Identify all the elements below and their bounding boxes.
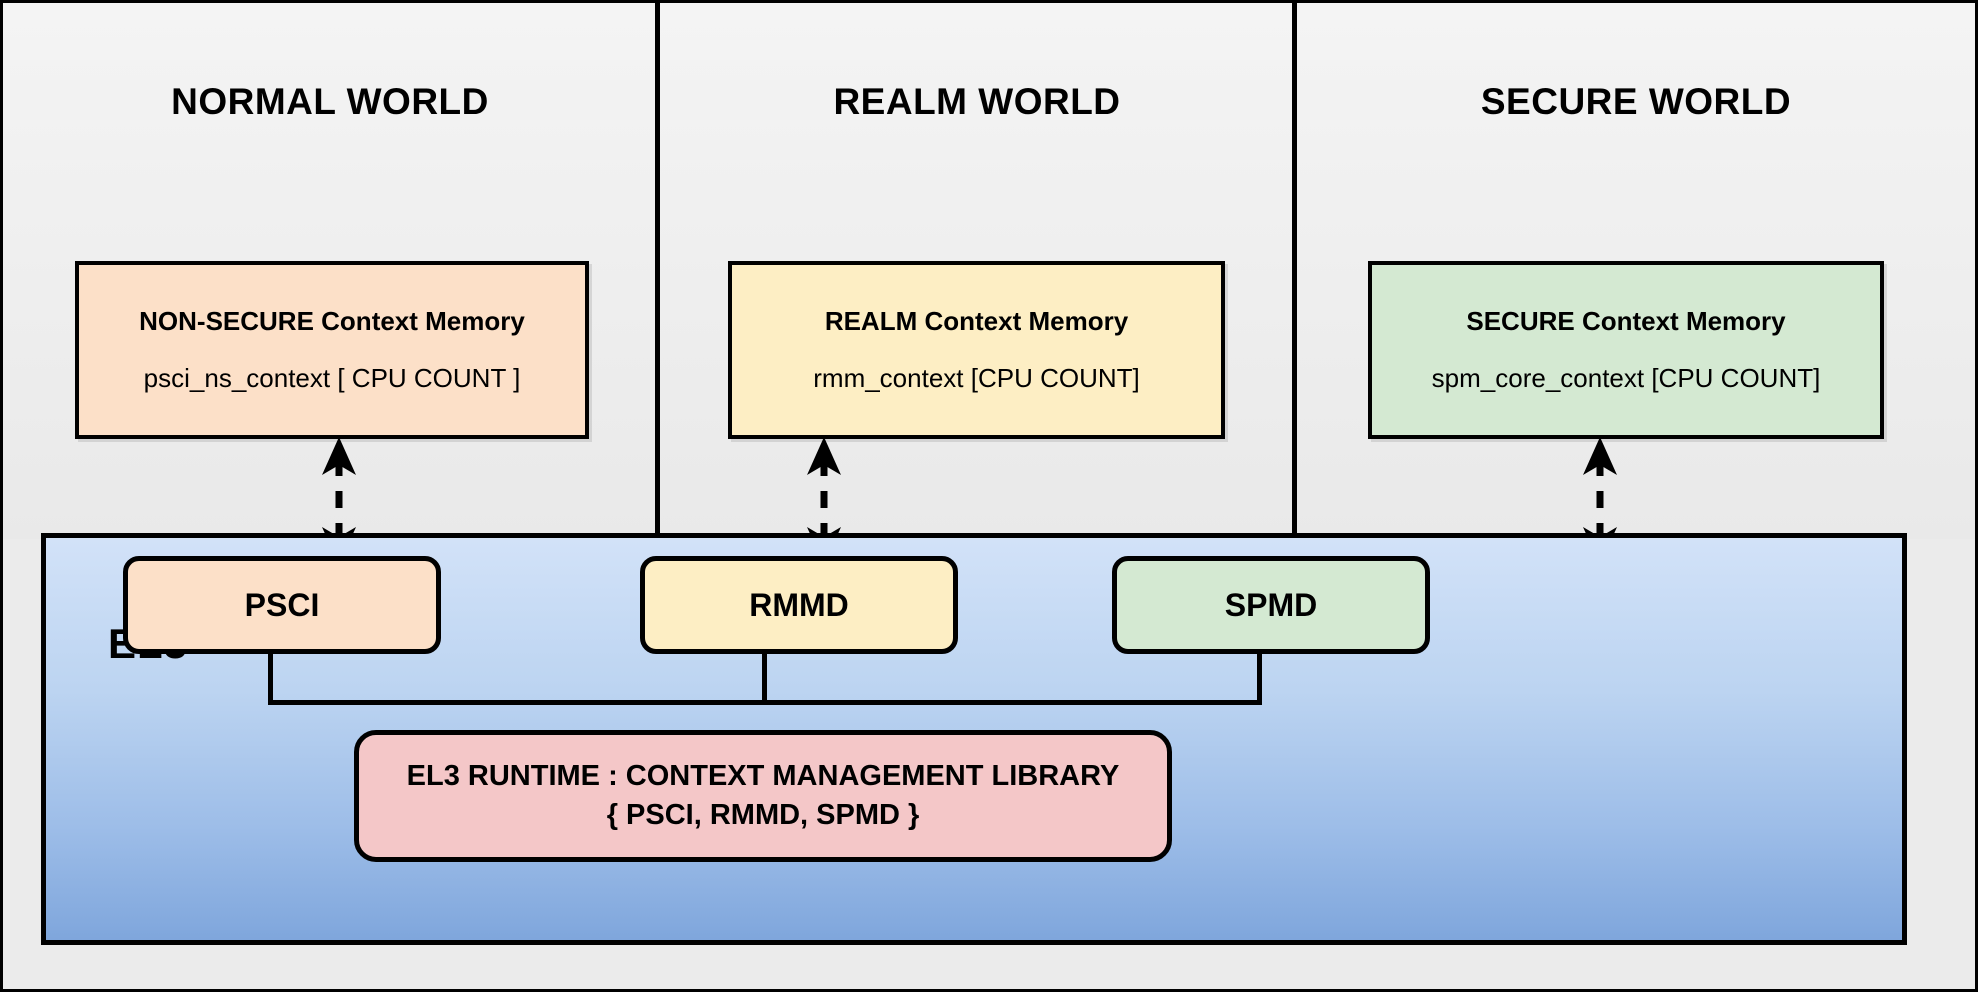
dispatcher-box-rmmd[interactable]: RMMD <box>640 556 958 654</box>
runtime-line-2: { PSCI, RMMD, SPMD } <box>606 799 920 831</box>
context-memory-box-realm: REALM Context Memory rmm_context [CPU CO… <box>728 261 1225 439</box>
dispatcher-label-psci: PSCI <box>244 586 320 623</box>
context-memory-subtitle-non-secure: psci_ns_context [ CPU COUNT ] <box>143 363 521 393</box>
dispatcher-box-psci[interactable]: PSCI <box>123 556 441 654</box>
world-panel-realm: REALM WORLD REALM Context Memory rmm_con… <box>660 3 1294 539</box>
worlds-strip: NORMAL WORLD NON-SECURE Context Memory p… <box>3 3 1975 539</box>
dispatcher-box-spmd[interactable]: SPMD <box>1112 556 1430 654</box>
world-divider-2 <box>1292 3 1297 539</box>
context-memory-title-secure: SECURE Context Memory <box>1466 306 1786 337</box>
el3-container: EL3 PSCI RMMD SPMD EL3 RUNTIME : CONTEXT… <box>41 533 1907 945</box>
context-memory-title-realm: REALM Context Memory <box>824 306 1129 337</box>
world-panel-normal: NORMAL WORLD NON-SECURE Context Memory p… <box>3 3 657 539</box>
connector-stub-psci <box>268 652 273 705</box>
context-memory-subtitle-realm: rmm_context [CPU COUNT] <box>813 363 1140 393</box>
context-memory-box-secure: SECURE Context Memory spm_core_context [… <box>1368 261 1884 439</box>
el3-runtime-library-box[interactable]: EL3 RUNTIME : CONTEXT MANAGEMENT LIBRARY… <box>354 730 1172 862</box>
world-title-secure: SECURE WORLD <box>1480 81 1792 122</box>
runtime-line-1: EL3 RUNTIME : CONTEXT MANAGEMENT LIBRARY <box>406 759 1120 792</box>
dispatcher-label-rmmd: RMMD <box>749 586 849 623</box>
connector-stub-runtime <box>762 652 767 705</box>
context-memory-box-non-secure: NON-SECURE Context Memory psci_ns_contex… <box>75 261 589 439</box>
connector-stub-spmd <box>1257 652 1262 705</box>
context-memory-subtitle-secure: spm_core_context [CPU COUNT] <box>1431 363 1821 393</box>
world-panel-secure: SECURE WORLD SECURE Context Memory spm_c… <box>1297 3 1975 539</box>
world-title-normal: NORMAL WORLD <box>171 81 489 122</box>
world-title-realm: REALM WORLD <box>833 81 1121 122</box>
dispatcher-label-spmd: SPMD <box>1224 586 1318 623</box>
context-memory-title-non-secure: NON-SECURE Context Memory <box>139 306 525 337</box>
world-divider-1 <box>655 3 660 539</box>
